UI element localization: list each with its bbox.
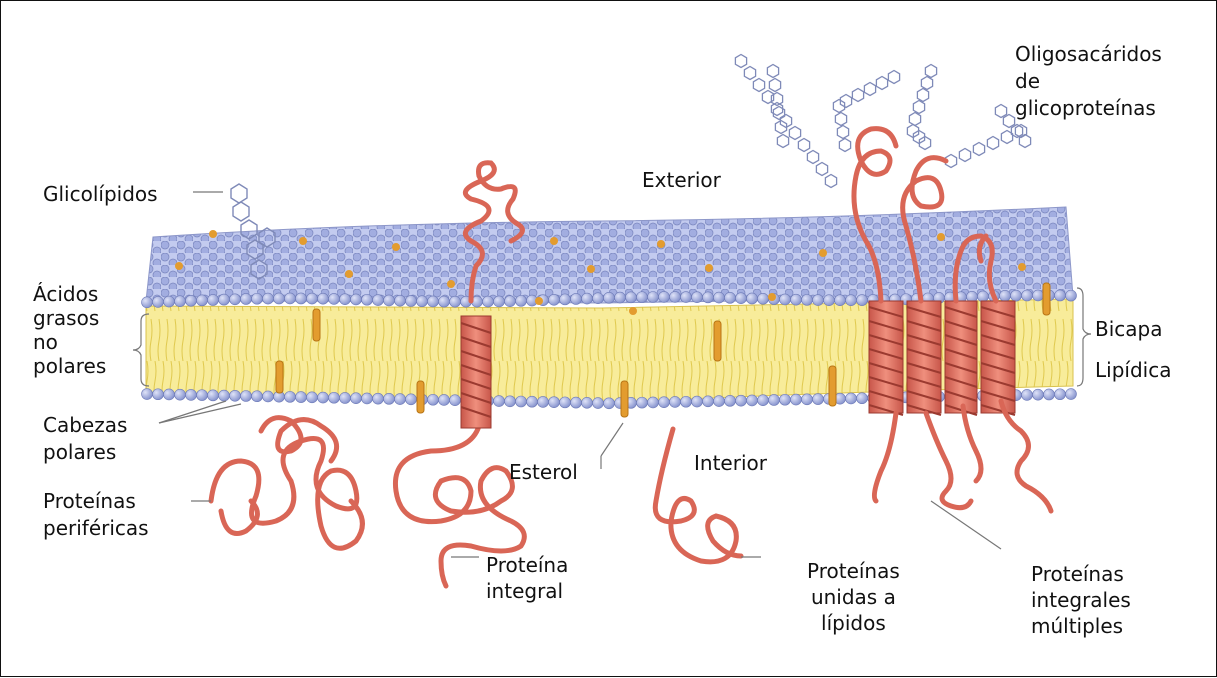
lipid-anchored-protein (655, 429, 741, 562)
label-lipidic: Lipídica (1095, 358, 1171, 382)
multipass-intracellular-tails (874, 401, 1051, 511)
label-sterol: Esterol (509, 460, 578, 484)
integral-protein-helix (461, 316, 491, 428)
label-exterior: Exterior (642, 168, 721, 192)
label-glycolipids: Glicolípidos (43, 182, 158, 206)
outer-leaflet-surface (146, 207, 1073, 303)
label-bilayer: Bicapa (1095, 317, 1162, 341)
oligosaccharide-chains (735, 55, 1030, 188)
peripheral-protein (211, 418, 362, 549)
label-interior: Interior (694, 451, 767, 475)
